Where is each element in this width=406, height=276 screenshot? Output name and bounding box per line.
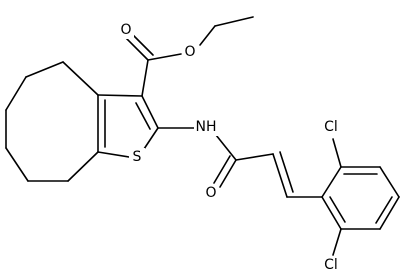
svg-text:Cl: Cl — [324, 119, 338, 135]
atom-labels: O O NH S O Cl Cl — [118, 21, 342, 274]
bond-nh-camide — [215, 134, 237, 161]
bond-vinyl — [272, 153, 288, 198]
bond-camide-o-a — [219, 159, 237, 188]
bond-ar-4 — [379, 196, 400, 230]
bond-ar-6 — [321, 196, 342, 230]
atom-carbonyl-oxygen: O — [118, 21, 134, 39]
atom-amide-oxygen: O — [203, 184, 219, 202]
svg-text:S: S — [133, 149, 142, 165]
bond-camide-cvinyl — [235, 153, 274, 161]
bonds — [5, 16, 400, 256]
bond-ar-6-double — [329, 196, 346, 223]
atom-ester-oxygen: O — [182, 43, 198, 61]
bond-carbonyl-double-b — [130, 32, 154, 56]
bond-ar-3 — [379, 166, 400, 198]
bond-ar-cl-bottom — [332, 228, 342, 256]
bond-ring8-1 — [62, 61, 99, 96]
bond-ring8-5 — [5, 147, 29, 182]
atom-sulfur: S — [129, 148, 145, 166]
bond-c3a-c3 — [97, 94, 143, 97]
bond-ar-1 — [321, 166, 342, 198]
svg-text:O: O — [184, 44, 195, 60]
bond-ring8-2 — [25, 61, 64, 78]
bond-ar-4-double — [375, 196, 393, 224]
bond-ccarbonyl-oester — [147, 53, 182, 61]
atom-chlorine-top: Cl — [320, 118, 342, 136]
bond-ar-cl-top — [332, 138, 342, 168]
bond-c3-c2 — [141, 95, 159, 129]
bond-ring8-7 — [67, 151, 99, 182]
bond-oester-ch2 — [199, 25, 216, 46]
svg-text:O: O — [205, 185, 216, 201]
bond-ring8-3 — [5, 76, 27, 111]
atom-chlorine-bottom: Cl — [320, 256, 342, 274]
bond-camide-o-b — [213, 155, 231, 184]
bond-s-c8a — [97, 151, 130, 158]
svg-text:NH: NH — [196, 119, 217, 135]
bond-c3-ccarbonyl — [141, 59, 149, 97]
bond-ch2-ch3 — [214, 16, 254, 27]
atom-nh: NH — [194, 118, 220, 136]
svg-text:Cl: Cl — [324, 257, 338, 273]
svg-text:O: O — [120, 22, 131, 38]
bond-c3-c2-double — [135, 102, 151, 130]
bond-vinyl-double — [279, 151, 294, 193]
bond-carbonyl-double-a — [125, 37, 149, 61]
